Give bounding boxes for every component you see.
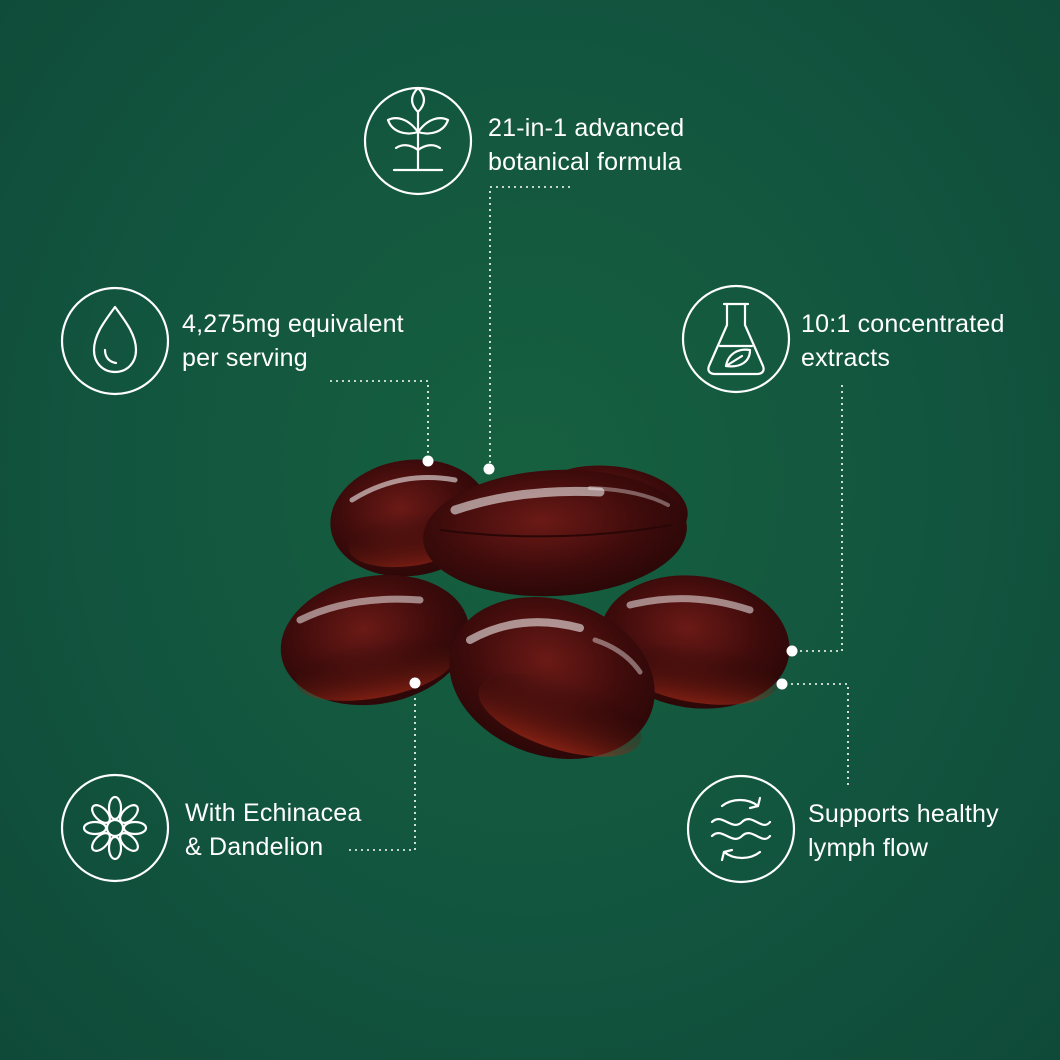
- leader-line-lymph: [782, 683, 849, 785]
- leader-dot-lymph: [776, 678, 788, 690]
- leader-dot-echinacea: [409, 677, 421, 689]
- droplet-icon: [60, 286, 170, 396]
- feature-echinacea-line-2: & Dandelion: [185, 833, 324, 861]
- feature-echinacea-line-1: With Echinacea: [185, 799, 362, 827]
- feature-lymph-line-2: lymph flow: [808, 834, 929, 862]
- leader-line-equivalent: [330, 380, 429, 460]
- leader-dot-equivalent: [422, 455, 434, 467]
- flask-leaf-icon: [681, 284, 791, 394]
- leader-line-concentrated: [793, 385, 843, 652]
- softgel-capsules: [280, 459, 790, 759]
- feature-botanical-line-2: botanical formula: [488, 148, 682, 176]
- feature-echinacea-text: With Echinacea & Dandelion: [185, 796, 362, 864]
- leader-line-echinacea: [349, 683, 416, 851]
- feature-concentrated-line-1: 10:1 concentrated: [801, 310, 1005, 338]
- feature-lymph-text: Supports healthy lymph flow: [808, 797, 999, 865]
- capsule-top-center: [423, 469, 687, 597]
- leader-dots: [409, 455, 798, 690]
- sprout-icon: [363, 86, 473, 196]
- feature-concentrated-text: 10:1 concentrated extracts: [801, 307, 1005, 375]
- leader-line-botanical: [489, 186, 570, 468]
- feature-equivalent-text: 4,275mg equivalent per serving: [182, 307, 404, 375]
- flower-icon: [60, 773, 170, 883]
- capsule-front-center: [449, 597, 655, 759]
- feature-botanical-text: 21-in-1 advanced botanical formula: [488, 111, 684, 179]
- feature-equivalent-line-1: 4,275mg equivalent: [182, 310, 404, 338]
- leader-dot-botanical: [483, 463, 495, 475]
- leader-dot-concentrated: [786, 645, 798, 657]
- feature-botanical-line-1: 21-in-1 advanced: [488, 114, 685, 142]
- leader-lines: [330, 186, 849, 851]
- feature-lymph-line-1: Supports healthy: [808, 800, 999, 828]
- feature-concentrated-line-2: extracts: [801, 344, 891, 372]
- flow-waves-icon: [686, 774, 796, 884]
- capsule-front-left: [280, 574, 470, 706]
- feature-equivalent-line-2: per serving: [182, 344, 308, 372]
